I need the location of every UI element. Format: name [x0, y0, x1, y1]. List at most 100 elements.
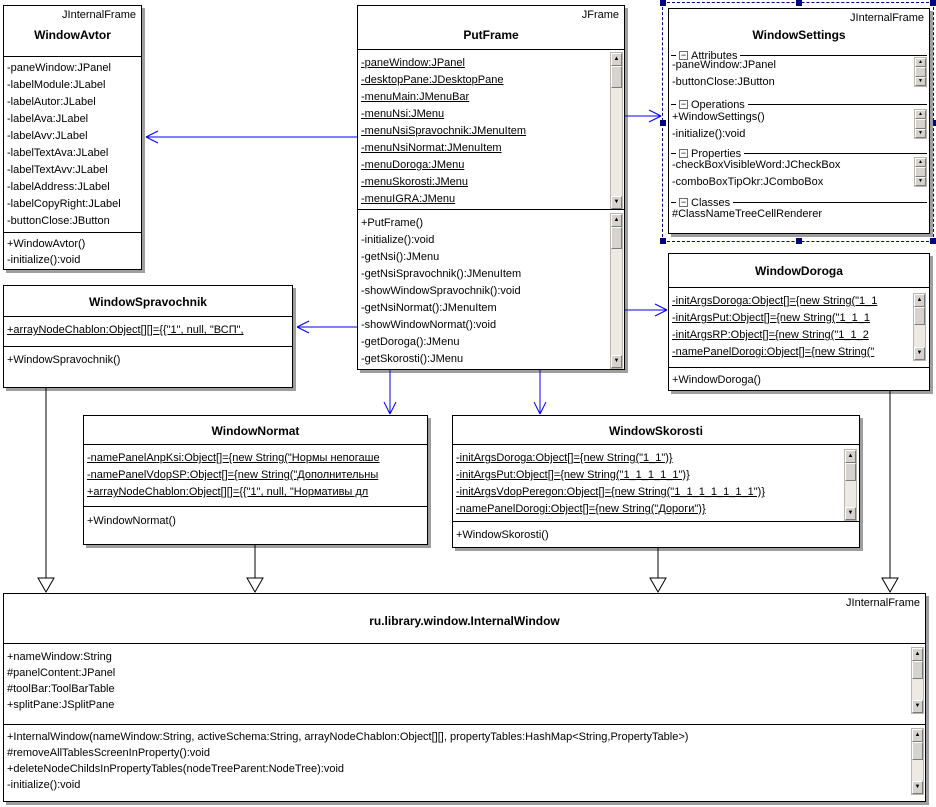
attribute-row[interactable]: -labelAutor:JLabel	[7, 96, 96, 108]
method-row[interactable]: +PutFrame()	[361, 217, 424, 229]
attribute-row[interactable]: -initArgsRP:Object[]={new String("1_1_2	[672, 329, 869, 341]
attribute-row[interactable]: -initArgsVdopPeregon:Object[]={new Strin…	[456, 486, 765, 498]
scrollbar-thumb[interactable]	[915, 67, 926, 77]
method-row[interactable]: -initialize():void	[672, 128, 746, 140]
scroll-up-icon[interactable]: ▲	[915, 158, 926, 167]
attribute-row[interactable]: -menuSkorosti:JMenu	[361, 176, 468, 188]
attribute-row[interactable]: -menuNsiNormat:JMenuItem	[361, 142, 502, 154]
scroll-up-icon[interactable]: ▲	[611, 53, 622, 66]
arrow-putframe-to-windowsettings[interactable]	[625, 109, 662, 123]
attribute-row[interactable]: -menuNsiSpravochnik:JMenuItem	[361, 125, 527, 137]
scroll-down-icon[interactable]: ▼	[912, 700, 923, 713]
method-row[interactable]: +WindowSpravochnik()	[7, 354, 121, 366]
attribute-row[interactable]: -paneWindow:JPanel	[361, 57, 465, 69]
properties-scrollbar[interactable]: ▲ ▼	[914, 157, 927, 187]
class-window-settings[interactable]: JInternalFrame WindowSettings − Attribut…	[668, 8, 930, 234]
attribute-row[interactable]: -initArgsDoroga:Object[]={new String("1_…	[672, 295, 878, 307]
attribute-row[interactable]: -labelAva:JLabel	[7, 113, 89, 125]
scroll-down-icon[interactable]: ▼	[611, 196, 622, 209]
method-row[interactable]: -showWindowSpravochnik():void	[361, 285, 521, 297]
scrollbar-thumb[interactable]	[611, 66, 622, 88]
attribute-row[interactable]: #toolBar:ToolBarTable	[7, 683, 115, 695]
method-row[interactable]: +InternalWindow(nameWindow:String, activ…	[7, 731, 689, 743]
attribute-row[interactable]: -menuDoroga:JMenu	[361, 159, 465, 171]
class-window-doroga[interactable]: WindowDoroga -initArgsDoroga:Object[]={n…	[668, 253, 930, 391]
arrow-putframe-to-windowavtor[interactable]	[145, 130, 357, 144]
property-row[interactable]: -checkBoxVisibleWord:JCheckBox	[672, 159, 841, 171]
arrow-putframe-to-windownormat[interactable]	[383, 370, 397, 415]
collapse-icon[interactable]: −	[679, 148, 688, 158]
method-row[interactable]: +WindowDoroga()	[672, 374, 761, 386]
method-row[interactable]: -getNsiNormat():JMenuItem	[361, 302, 497, 314]
operations-scrollbar[interactable]: ▲ ▼	[914, 109, 927, 139]
attribute-row[interactable]: +splitPane:JSplitPane	[7, 699, 115, 711]
scroll-down-icon[interactable]: ▼	[915, 177, 926, 186]
scroll-down-icon[interactable]: ▼	[915, 77, 926, 86]
attribute-row[interactable]: +nameWindow:String	[7, 651, 112, 663]
method-row[interactable]: +WindowAvtor()	[7, 238, 86, 250]
inner-class-row[interactable]: #ClassNameTreeCellRenderer	[672, 208, 822, 220]
attribute-row[interactable]: -desktopPane:JDesktopPane	[361, 74, 504, 86]
property-row[interactable]: -comboBoxTipOkr:JComboBox	[672, 176, 824, 188]
attribute-row[interactable]: +arrayNodeChablon:Object[][]={{"1", null…	[7, 324, 244, 336]
scrollbar-thumb[interactable]	[611, 227, 622, 249]
generalization-windownormat-internalwindow[interactable]	[246, 545, 264, 594]
attribute-row[interactable]: -namePanelDorogi:Object[]={new String("	[672, 346, 875, 358]
selection-handle[interactable]	[660, 120, 666, 126]
scrollbar-thumb[interactable]	[912, 661, 923, 679]
attribute-row[interactable]: -paneWindow:JPanel	[672, 59, 776, 71]
attributes-scrollbar[interactable]: ▲ ▼	[914, 57, 927, 87]
attribute-row[interactable]: -namePanelDorogi:Object[]={new String("Д…	[456, 503, 706, 515]
attribute-row[interactable]: -paneWindow:JPanel	[7, 62, 111, 74]
scroll-down-icon[interactable]: ▼	[914, 347, 925, 360]
arrow-putframe-to-windowspravochnik[interactable]	[296, 320, 357, 334]
attribute-row[interactable]: -buttonClose:JButton	[672, 76, 775, 88]
generalization-windowskorosti-internalwindow[interactable]	[649, 548, 667, 594]
method-row[interactable]: +deleteNodeChildsInPropertyTables(nodeTr…	[7, 763, 345, 775]
method-row[interactable]: +WindowSettings()	[672, 111, 765, 123]
attribute-row[interactable]: -labelAvv:JLabel	[7, 130, 88, 142]
scrollbar-thumb[interactable]	[915, 167, 926, 177]
methods-scrollbar[interactable]: ▲ ▼	[610, 213, 623, 369]
attributes-scrollbar[interactable]: ▲ ▼	[610, 52, 623, 210]
class-window-skorosti[interactable]: WindowSkorosti -initArgsDoroga:Object[]=…	[452, 415, 860, 548]
generalization-windowspravochnik-internalwindow[interactable]	[37, 388, 55, 594]
attribute-row[interactable]: -menuIGRA:JMenu	[361, 193, 456, 205]
attribute-row[interactable]: -initArgsDoroga:Object[]={new String("1_…	[456, 452, 673, 464]
scrollbar-thumb[interactable]	[912, 742, 923, 760]
attribute-row[interactable]: -labelModule:JLabel	[7, 79, 106, 91]
scrollbar-thumb[interactable]	[845, 463, 856, 481]
method-row[interactable]: -initialize():void	[361, 234, 435, 246]
attribute-row[interactable]: -initArgsPut:Object[]={new String("1_1_1…	[456, 469, 690, 481]
method-row[interactable]: -getSkorosti():JMenu	[361, 353, 464, 365]
scroll-down-icon[interactable]: ▼	[845, 507, 856, 520]
generalization-windowdoroga-internalwindow[interactable]	[881, 391, 899, 594]
scroll-up-icon[interactable]: ▲	[912, 648, 923, 661]
selection-handle[interactable]	[796, 0, 802, 6]
attribute-row[interactable]: -labelTextAva:JLabel	[7, 147, 109, 159]
attribute-row[interactable]: -labelAddress:JLabel	[7, 181, 110, 193]
attribute-row[interactable]: #panelContent:JPanel	[7, 667, 116, 679]
class-window-spravochnik[interactable]: WindowSpravochnik +arrayNodeChablon:Obje…	[3, 285, 293, 388]
attribute-row[interactable]: +arrayNodeChablon:Object[][]={{"1", null…	[87, 486, 369, 498]
collapse-icon[interactable]: −	[679, 197, 688, 207]
scrollbar-thumb[interactable]	[914, 307, 925, 325]
attribute-row[interactable]: -menuNsi:JMenu	[361, 108, 445, 120]
scroll-down-icon[interactable]: ▼	[915, 129, 926, 138]
class-window-normat[interactable]: WindowNormat -namePanelAnpKsi:Object[]={…	[83, 415, 428, 545]
scroll-down-icon[interactable]: ▼	[611, 355, 622, 368]
scrollbar-thumb[interactable]	[915, 119, 926, 129]
method-row[interactable]: +WindowNormat()	[87, 515, 176, 527]
attribute-row[interactable]: -labelTextAvv:JLabel	[7, 164, 108, 176]
attribute-row[interactable]: -namePanelVdopSP:Object[]={new String("Д…	[87, 469, 379, 481]
selection-handle[interactable]	[660, 238, 666, 244]
scroll-up-icon[interactable]: ▲	[845, 450, 856, 463]
class-internal-window[interactable]: JInternalFrame ru.library.window.Interna…	[3, 593, 926, 802]
method-row[interactable]: -getNsiSpravochnik():JMenuItem	[361, 268, 522, 280]
scroll-up-icon[interactable]: ▲	[915, 110, 926, 119]
attributes-scrollbar[interactable]: ▲ ▼	[844, 449, 857, 521]
methods-scrollbar[interactable]: ▲ ▼	[911, 728, 924, 795]
selection-handle[interactable]	[930, 238, 936, 244]
scroll-down-icon[interactable]: ▼	[912, 781, 923, 794]
attribute-row[interactable]: -labelCopyRight:JLabel	[7, 198, 121, 210]
